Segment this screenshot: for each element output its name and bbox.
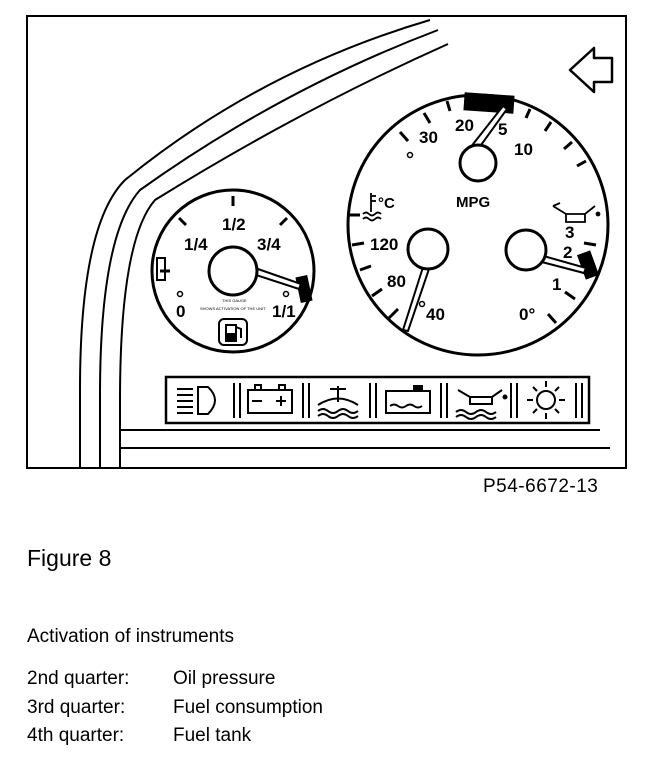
fuel-label-full: 1/1: [272, 302, 296, 321]
dashboard-housing: [79, 19, 610, 468]
fuel-label-half: 1/2: [222, 215, 246, 234]
oil-tick-2: 2: [563, 243, 572, 262]
coolant-level-icon: [317, 386, 359, 419]
oil-can-icon: [552, 202, 601, 223]
washer-fluid-icon: [385, 385, 431, 414]
mpg-needle-hub: [458, 143, 498, 183]
fuel-label-zero: 0: [176, 302, 185, 321]
figure-reference-code: P54-6672-13: [483, 476, 599, 497]
oil-tick-1: 1: [552, 275, 561, 294]
fuel-fine-print-1: THIS GAUGE: [222, 298, 247, 303]
fuel-label-quarter: 1/4: [184, 235, 208, 254]
oil-tick-3: 3: [565, 223, 574, 242]
bulb-failure-icon: [527, 381, 565, 419]
caption-row: 2nd quarter: Oil pressure: [27, 668, 275, 690]
figure-frame: [26, 15, 627, 469]
fuel-reserve-zone: [295, 275, 313, 303]
oil-red-zone: [576, 250, 600, 280]
temp-tick-80: 80: [387, 272, 406, 291]
temp-unit-label: °C: [378, 195, 395, 212]
temp-needle-hub: [406, 227, 450, 271]
caption-row-quarter: 4th quarter:: [27, 725, 125, 746]
caption-row: 3rd quarter: Fuel consumption: [27, 697, 323, 719]
caption-row-instrument: Fuel tank: [173, 725, 252, 746]
temp-tick-120: 120: [370, 235, 398, 254]
fuel-needle-hub: [207, 245, 259, 297]
figure-title: Figure 8: [27, 545, 112, 571]
warning-light-strip: [164, 375, 591, 425]
oil-level-icon: [455, 389, 508, 420]
oil-tick-0: 0°: [519, 305, 535, 324]
caption-row-instrument: Oil pressure: [173, 668, 276, 689]
fuel-side-marker: [156, 257, 166, 281]
mpg-tick-30: 30: [419, 128, 438, 147]
caption-row-instrument: Fuel consumption: [173, 697, 323, 718]
mpg-label: MPG: [456, 194, 490, 211]
mpg-tick-20: 20: [455, 116, 474, 135]
battery-icon: [247, 384, 293, 414]
caption-heading: Activation of instruments: [27, 626, 234, 647]
main-gauge: 30 20 5 10 MPG °C 120 80 40 3 2 1 0°: [346, 92, 610, 357]
oil-needle-hub: [504, 228, 548, 272]
headlight-icon: [177, 386, 216, 415]
fuel-gauge: 0 1/4 1/2 3/4 1/1 THIS GAUGE SHOWS ACTIV…: [150, 188, 316, 354]
mpg-tick-10: 10: [514, 140, 533, 159]
temp-tick-40: 40: [426, 305, 445, 324]
fuel-fine-print-2: SHOWS ACTIVATION OF THE UNIT: [200, 306, 266, 311]
instrument-cluster-figure: 0 1/4 1/2 3/4 1/1 THIS GAUGE SHOWS ACTIV…: [26, 15, 627, 469]
caption-row: 4th quarter: Fuel tank: [27, 725, 251, 747]
fuel-pump-icon: [218, 318, 248, 346]
fuel-label-three-quarter: 3/4: [257, 235, 281, 254]
caption-row-quarter: 2nd quarter:: [27, 668, 130, 689]
coolant-temp-icon: [362, 193, 382, 222]
mpg-tick-5: 5: [498, 120, 507, 139]
caption-row-quarter: 3rd quarter:: [27, 697, 126, 718]
left-arrow-icon: [568, 46, 614, 94]
